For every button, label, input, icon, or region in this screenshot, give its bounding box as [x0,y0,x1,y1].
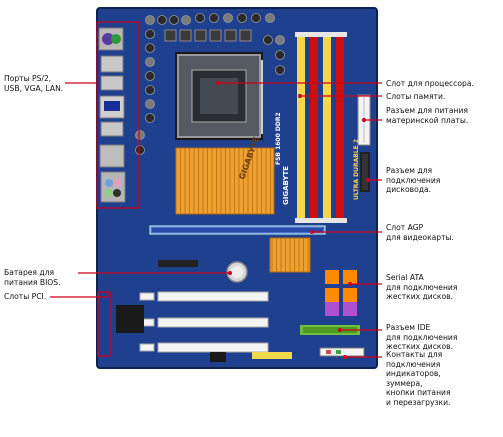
capacitor [145,29,155,39]
choke-coil [239,29,252,42]
pcb-fsb-text: FSB 1600 DDR2 [275,112,282,165]
capacitor [223,13,233,23]
pcb-durable-text: ULTRA DURABLE 2 [353,139,360,200]
sata-connectors [325,270,357,316]
pci-slots [139,291,269,353]
capacitor [169,15,179,25]
callout-boxes [96,21,140,357]
label-front-panel: Контакты для подключения индикаторов, зу… [386,350,451,407]
label-sata: Serial ATA для подключения жестких диско… [386,273,458,301]
capacitor [251,13,261,23]
capacitor [135,145,145,155]
label-ide: Разъем IDE для подключения жестких диско… [386,323,458,351]
choke-coil [164,29,177,42]
northbridge-heatsink [175,147,275,215]
agp-slot [149,225,326,235]
bottom-header [252,352,292,359]
capacitor [145,99,155,109]
capacitor [145,43,155,53]
capacitor [145,15,155,25]
capacitor [145,85,155,95]
callout-dots [216,81,370,359]
capacitor [237,13,247,23]
choke-coil [209,29,222,42]
label-floppy: Разъем для подключения дисковода. [386,166,441,194]
pcie-x1-slot [158,260,198,267]
choke-coil [224,29,237,42]
label-pci: Слоты PCI. [4,292,47,301]
floppy-connector [360,152,370,192]
memory-slots [295,32,347,223]
capacitor [195,13,205,23]
ide-connector [300,325,360,335]
choke-coil [194,29,207,42]
label-battery: Батарея для питания BIOS. [4,268,61,287]
southbridge-heatsink [269,237,311,273]
bios-chip [210,352,226,362]
front-panel-header [319,347,365,357]
capacitor [145,57,155,67]
label-agp: Слот AGP для видеокарты. [386,223,454,242]
capacitor [181,15,191,25]
capacitor [145,71,155,81]
vrm-capacitors [135,13,285,155]
capacitor [275,65,285,75]
capacitor [157,15,167,25]
pcb-brand-text: GIGABYTE [282,166,290,205]
capacitor [275,35,285,45]
capacitor [275,50,285,60]
capacitor [145,113,155,123]
label-memory-slots: Слоты памяти. [386,92,446,101]
label-power-main: Разъем для питания материнской платы. [386,106,469,125]
callout-lines [50,82,382,358]
capacitor [209,13,219,23]
capacitor [263,35,273,45]
bios-battery [226,261,248,283]
label-ports: Порты PS/2, USB, VGA, LAN. [4,74,64,93]
capacitor [135,130,145,140]
cpu-socket [175,52,263,140]
capacitor [265,13,275,23]
io-chip [116,305,144,333]
label-cpu-slot: Слот для процессора. [386,79,474,88]
choke-coil [179,29,192,42]
io-ports [98,27,126,203]
